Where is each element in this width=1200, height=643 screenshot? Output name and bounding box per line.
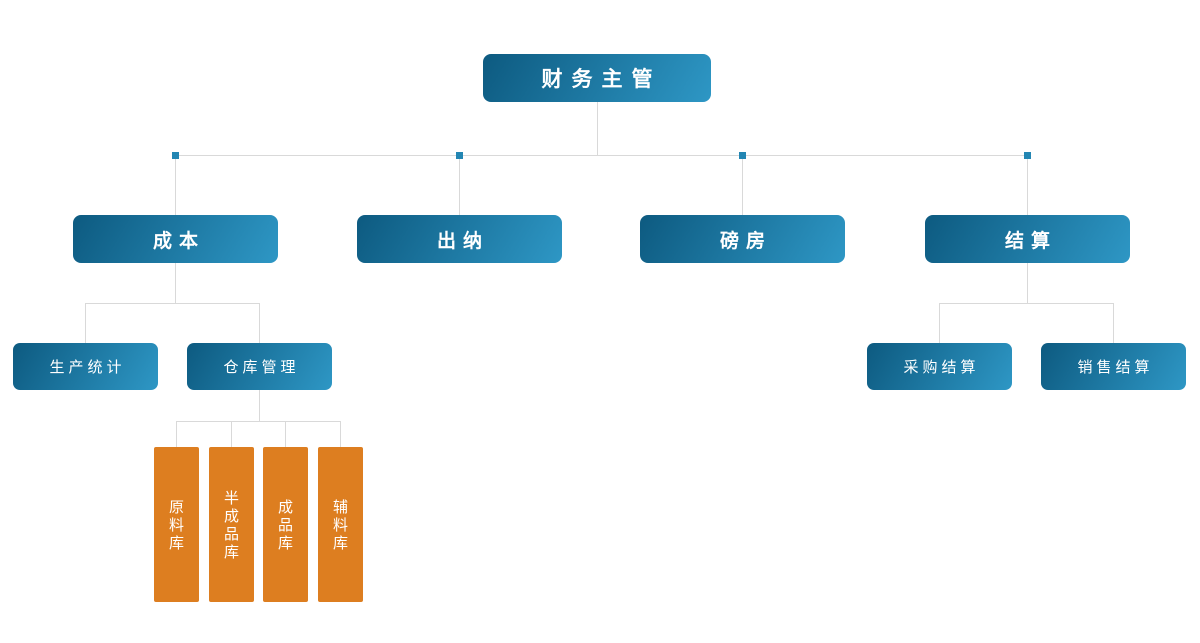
node-semi-finished-store: 半成品库 (209, 447, 254, 602)
connector-settlement-horizontal (939, 303, 1114, 304)
node-sales-settlement: 销售结算 (1041, 343, 1186, 390)
connector-drop-raw (176, 421, 177, 447)
node-production-statistics-label: 生产统计 (49, 358, 126, 376)
node-warehouse-management-label: 仓库管理 (223, 358, 300, 376)
node-auxiliary-material-store-label: 辅料库 (331, 499, 349, 553)
node-cost: 成本 (73, 215, 278, 263)
node-cost-label: 成本 (152, 229, 205, 252)
connector-drop-purchase (939, 303, 940, 343)
connector-drop-finished (285, 421, 286, 447)
junction-marker-settlement (1024, 152, 1031, 159)
node-purchase-settlement: 采购结算 (867, 343, 1012, 390)
connector-drop-settlement (1027, 159, 1028, 215)
node-sales-settlement-label: 销售结算 (1077, 358, 1154, 376)
connector-drop-sales (1113, 303, 1114, 343)
node-settlement-label: 结算 (1004, 229, 1057, 252)
connector-drop-aux (340, 421, 341, 447)
node-finance-supervisor-label: 财务主管 (541, 67, 662, 91)
connector-drop-prodstat (85, 303, 86, 343)
junction-marker-weighbridge (739, 152, 746, 159)
connector-warehouse-down (259, 390, 260, 421)
node-cashier-label: 出纳 (436, 229, 489, 252)
node-settlement: 结算 (925, 215, 1130, 263)
connector-cost-horizontal (85, 303, 260, 304)
node-finance-supervisor: 财务主管 (483, 54, 711, 102)
node-semi-finished-store-label: 半成品库 (222, 490, 240, 562)
connector-cost-down (175, 263, 176, 303)
node-finished-goods-store-label: 成品库 (276, 499, 294, 553)
connector-settlement-down (1027, 263, 1028, 303)
connector-drop-weighbridge (742, 159, 743, 215)
connector-stores-horizontal (176, 421, 341, 422)
node-cashier: 出纳 (357, 215, 562, 263)
node-weighbridge: 磅房 (640, 215, 845, 263)
connector-level2-horizontal (175, 155, 1028, 156)
node-purchase-settlement-label: 采购结算 (903, 358, 980, 376)
node-raw-material-store: 原料库 (154, 447, 199, 602)
node-warehouse-management: 仓库管理 (187, 343, 332, 390)
node-finished-goods-store: 成品库 (263, 447, 308, 602)
connector-drop-cashier (459, 159, 460, 215)
node-auxiliary-material-store: 辅料库 (318, 447, 363, 602)
junction-marker-cashier (456, 152, 463, 159)
node-weighbridge-label: 磅房 (719, 229, 772, 252)
junction-marker-cost (172, 152, 179, 159)
node-raw-material-store-label: 原料库 (167, 499, 185, 553)
node-production-statistics: 生产统计 (13, 343, 158, 390)
connector-drop-semi (231, 421, 232, 447)
connector-drop-warehouse (259, 303, 260, 343)
connector-root-down (597, 102, 598, 155)
connector-drop-cost (175, 159, 176, 215)
